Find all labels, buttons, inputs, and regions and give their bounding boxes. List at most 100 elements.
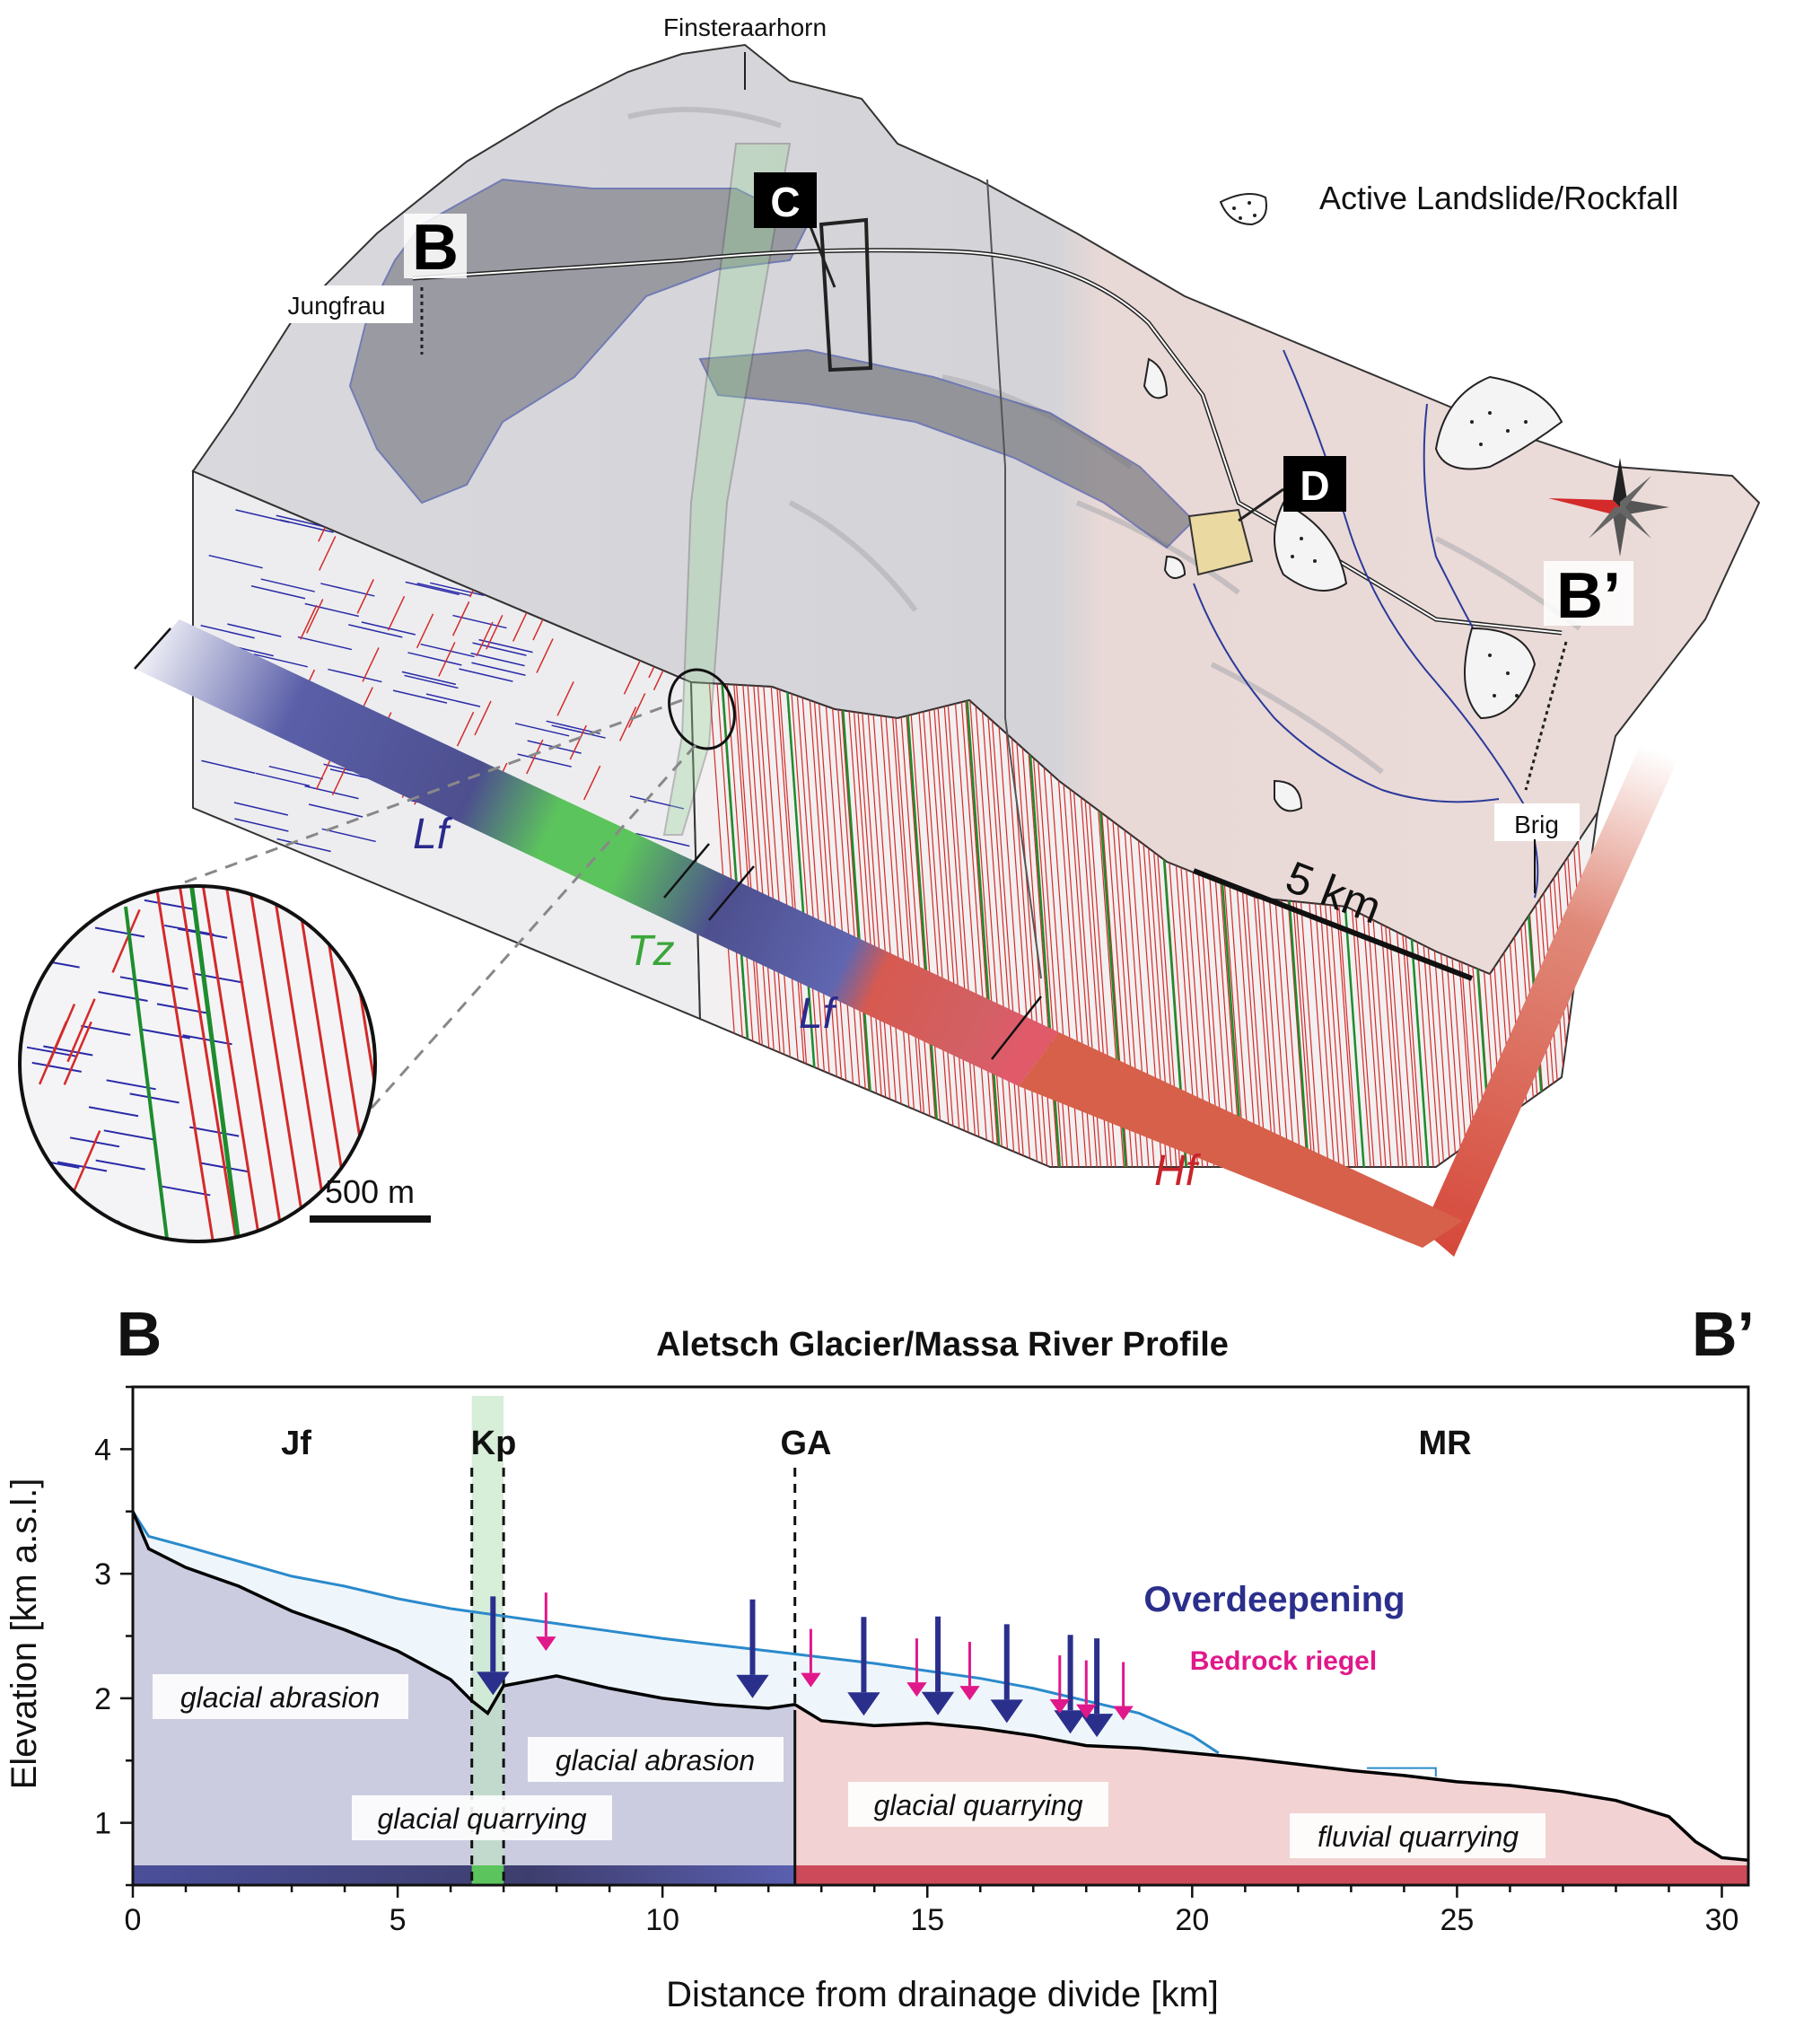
section-label-b: B bbox=[412, 212, 459, 284]
fracture-line bbox=[471, 662, 526, 676]
fracture-line bbox=[138, 978, 188, 990]
x-axis-title: Distance from drainage divide [km] bbox=[666, 1975, 1219, 2014]
fracture-line bbox=[124, 906, 169, 1240]
fault-line-1 bbox=[986, 179, 1042, 979]
fracture-line bbox=[459, 668, 513, 682]
fracture-line bbox=[1024, 682, 1063, 1167]
fracture-line bbox=[878, 682, 915, 1167]
fracture-line bbox=[407, 652, 462, 666]
fracture-line bbox=[297, 636, 353, 651]
riegel-arrow-head bbox=[959, 1686, 980, 1701]
fracture-line bbox=[526, 739, 544, 775]
fracture-line bbox=[88, 1106, 139, 1118]
profile-corner-b: B bbox=[117, 1299, 162, 1369]
overdeepening-arrow-head bbox=[921, 1691, 955, 1715]
fracture-line bbox=[111, 908, 141, 973]
fracture-line bbox=[255, 772, 311, 787]
fracture-line bbox=[319, 536, 337, 571]
fracture-line bbox=[43, 1045, 93, 1057]
fracture-line bbox=[882, 682, 920, 1167]
fracture-line bbox=[945, 682, 984, 1167]
fracture-line bbox=[320, 583, 375, 597]
fracture-line bbox=[182, 1034, 232, 1046]
fracture-line bbox=[244, 886, 311, 1241]
profile-title: Aletsch Glacier/Massa River Profile bbox=[656, 1326, 1229, 1364]
overdeepening-arrow-head bbox=[736, 1674, 769, 1698]
fracture-line bbox=[973, 682, 1011, 1167]
fracture-line bbox=[438, 642, 456, 677]
process-label-fluvial: fluvial quarrying bbox=[1318, 1820, 1519, 1853]
fracture-line bbox=[27, 1222, 77, 1233]
fracture-line bbox=[315, 755, 334, 790]
plot-frame bbox=[131, 1385, 1750, 1887]
fracture-line bbox=[628, 693, 646, 728]
fracture-line bbox=[156, 1003, 207, 1014]
fracture-line bbox=[470, 652, 525, 667]
town-label-brig: Brig bbox=[1514, 811, 1559, 838]
fracture-line bbox=[517, 753, 572, 768]
fracture-line bbox=[186, 886, 243, 1241]
fracture-line bbox=[1011, 682, 1049, 1167]
legend-label-landslide: Active Landslide/Rockfall bbox=[1319, 180, 1678, 216]
fracture-line bbox=[26, 1046, 77, 1057]
x-tick-label: 0 bbox=[125, 1903, 142, 1937]
riegel-arrow-head bbox=[801, 1672, 821, 1688]
fracture-line bbox=[865, 682, 903, 1167]
fracture-line bbox=[321, 828, 376, 843]
fracture-line bbox=[163, 924, 215, 935]
fracture-line bbox=[556, 681, 574, 716]
block-diagram: 5 km Finsteraarhorn Jungfrau Brig B B’ C… bbox=[18, 13, 1761, 1257]
process-label-quarrying-2: glacial quarrying bbox=[873, 1789, 1082, 1821]
peak-label-finsteraarhorn: Finsteraarhorn bbox=[663, 13, 827, 41]
compass-rose-icon bbox=[1548, 458, 1669, 557]
fracture-line bbox=[870, 682, 908, 1167]
fracture-line bbox=[425, 693, 481, 707]
fracture-line bbox=[582, 765, 601, 801]
bedrock-fill-left bbox=[133, 1511, 795, 1885]
y-tick-label: 2 bbox=[94, 1682, 111, 1716]
fracture-line bbox=[36, 886, 66, 950]
profile-chart: B B’ Aletsch Glacier/Massa River Profile… bbox=[4, 1299, 1755, 2014]
bedrock-profile-line bbox=[131, 1511, 1749, 1862]
region-label-mr: MR bbox=[1418, 1425, 1471, 1462]
landslide-dots bbox=[1291, 411, 1528, 697]
fracture-line bbox=[1002, 682, 1039, 1167]
zone-label-tz: Tz bbox=[626, 927, 674, 975]
fracture-line bbox=[276, 514, 330, 529]
fracture-line bbox=[63, 1021, 92, 1085]
fracture-line bbox=[31, 1061, 82, 1073]
fracture-line bbox=[953, 682, 991, 1167]
fracture-line bbox=[404, 674, 459, 689]
label-c: C bbox=[770, 179, 800, 225]
fracture-line bbox=[416, 613, 434, 649]
fracture-line bbox=[959, 682, 997, 1167]
zone-gradient-band-right bbox=[1423, 700, 1696, 1257]
label-box-d bbox=[1283, 456, 1346, 512]
region-label-ga: GA bbox=[781, 1425, 832, 1462]
overdeepening-arrow-head bbox=[990, 1699, 1023, 1724]
fracture-line bbox=[618, 706, 637, 741]
fracture-line bbox=[979, 682, 1017, 1167]
fracture-line bbox=[420, 643, 475, 658]
scale-bar-5km bbox=[1192, 868, 1474, 981]
riegel-arrow-head bbox=[1076, 1704, 1097, 1719]
fracture-line bbox=[1007, 682, 1045, 1167]
fracture-line bbox=[569, 724, 587, 760]
fracture-line bbox=[197, 886, 264, 1241]
fracture-line bbox=[151, 886, 217, 1241]
fracture-line bbox=[103, 1129, 153, 1141]
fracture-line bbox=[200, 624, 255, 639]
fracture-line bbox=[387, 595, 406, 631]
overdeepening-arrow-head bbox=[1080, 1714, 1114, 1738]
fracture-line bbox=[348, 624, 403, 638]
fracture-line bbox=[512, 607, 530, 642]
fracture-line bbox=[306, 599, 324, 634]
fracture-line bbox=[161, 1185, 211, 1197]
profile-corner-bprime: B’ bbox=[1692, 1299, 1755, 1369]
fracture-line bbox=[98, 991, 148, 1002]
fracture-line bbox=[362, 647, 380, 682]
fracture-line bbox=[478, 638, 533, 654]
section-label-bprime: B’ bbox=[1556, 560, 1621, 632]
inset-focus-ellipse bbox=[668, 668, 736, 750]
fracture-line bbox=[889, 682, 927, 1167]
